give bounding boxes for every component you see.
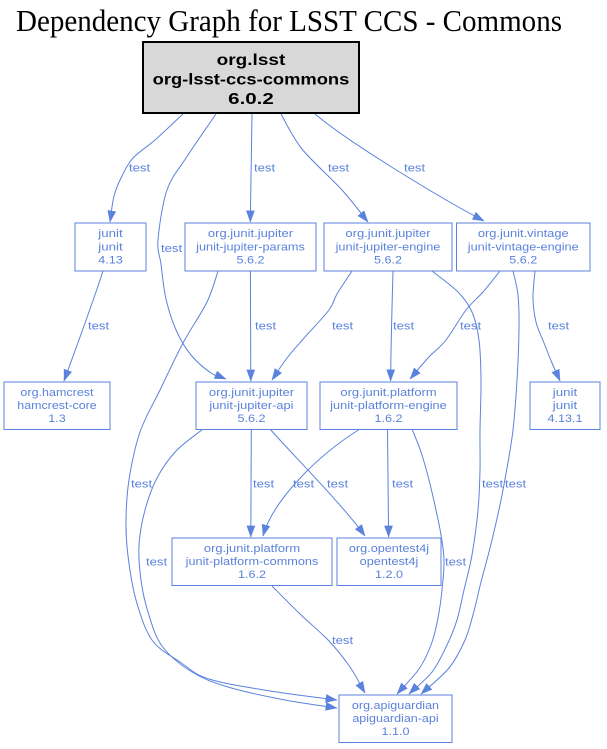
svg-text:org.junit.vintage: org.junit.vintage: [478, 228, 569, 240]
svg-text:1.1.0: 1.1.0: [382, 726, 410, 738]
svg-text:test: test: [404, 163, 425, 175]
svg-text:hamcrest-core: hamcrest-core: [17, 400, 96, 412]
svg-text:6.0.2: 6.0.2: [228, 91, 274, 108]
svg-text:test: test: [548, 321, 569, 333]
svg-text:test: test: [88, 321, 109, 333]
svg-text:5.6.2: 5.6.2: [509, 254, 537, 266]
svg-text:4.13: 4.13: [98, 254, 123, 266]
svg-text:test: test: [482, 479, 503, 491]
svg-text:org.lsst: org.lsst: [217, 52, 286, 69]
svg-text:1.6.2: 1.6.2: [375, 413, 403, 425]
svg-text:test: test: [253, 479, 274, 491]
svg-text:test: test: [161, 243, 182, 255]
svg-text:junit-vintage-engine: junit-vintage-engine: [467, 241, 579, 253]
svg-text:junit: junit: [552, 400, 578, 412]
svg-text:org.junit.jupiter: org.junit.jupiter: [209, 387, 294, 399]
svg-text:apiguardian-api: apiguardian-api: [352, 713, 438, 725]
svg-text:1.6.2: 1.6.2: [238, 569, 266, 581]
svg-text:Dependency Graph for LSST CCS: Dependency Graph for LSST CCS - Commons: [16, 3, 562, 38]
svg-text:1.2.0: 1.2.0: [375, 569, 403, 581]
svg-text:test: test: [393, 321, 414, 333]
svg-text:junit-jupiter-api: junit-jupiter-api: [208, 400, 293, 412]
svg-text:junit: junit: [97, 228, 123, 240]
svg-text:test: test: [332, 321, 353, 333]
svg-text:5.6.2: 5.6.2: [238, 413, 266, 425]
svg-text:test: test: [131, 479, 152, 491]
svg-text:test: test: [146, 557, 167, 569]
svg-text:5.6.2: 5.6.2: [237, 254, 265, 266]
svg-text:junit-jupiter-engine: junit-jupiter-engine: [334, 241, 440, 253]
svg-text:junit: junit: [552, 387, 578, 399]
svg-text:test: test: [392, 479, 413, 491]
svg-text:test: test: [460, 321, 481, 333]
svg-text:junit-jupiter-params: junit-jupiter-params: [195, 241, 305, 253]
svg-text:org.junit.platform: org.junit.platform: [204, 543, 300, 555]
svg-text:1.3: 1.3: [48, 413, 66, 425]
svg-text:junit: junit: [97, 241, 123, 253]
svg-text:opentest4j: opentest4j: [360, 556, 419, 568]
svg-text:test: test: [505, 479, 526, 491]
svg-text:org.hamcrest: org.hamcrest: [20, 387, 93, 399]
svg-text:org.junit.platform: org.junit.platform: [340, 387, 436, 399]
svg-text:5.6.2: 5.6.2: [374, 254, 402, 266]
svg-text:test: test: [254, 163, 275, 175]
svg-text:test: test: [255, 321, 276, 333]
svg-text:test: test: [332, 635, 353, 647]
svg-text:test: test: [328, 163, 349, 175]
svg-text:org.opentest4j: org.opentest4j: [349, 543, 429, 555]
svg-text:test: test: [327, 479, 348, 491]
svg-text:org.junit.jupiter: org.junit.jupiter: [208, 228, 293, 240]
svg-text:test: test: [293, 479, 314, 491]
svg-text:test: test: [445, 557, 466, 569]
svg-text:4.13.1: 4.13.1: [548, 413, 583, 425]
svg-text:junit-platform-engine: junit-platform-engine: [329, 400, 447, 412]
svg-text:org-lsst-ccs-commons: org-lsst-ccs-commons: [153, 72, 350, 89]
svg-text:org.apiguardian: org.apiguardian: [352, 700, 439, 712]
svg-text:junit-platform-commons: junit-platform-commons: [184, 556, 318, 568]
svg-text:test: test: [129, 163, 150, 175]
svg-text:org.junit.jupiter: org.junit.jupiter: [345, 228, 430, 240]
